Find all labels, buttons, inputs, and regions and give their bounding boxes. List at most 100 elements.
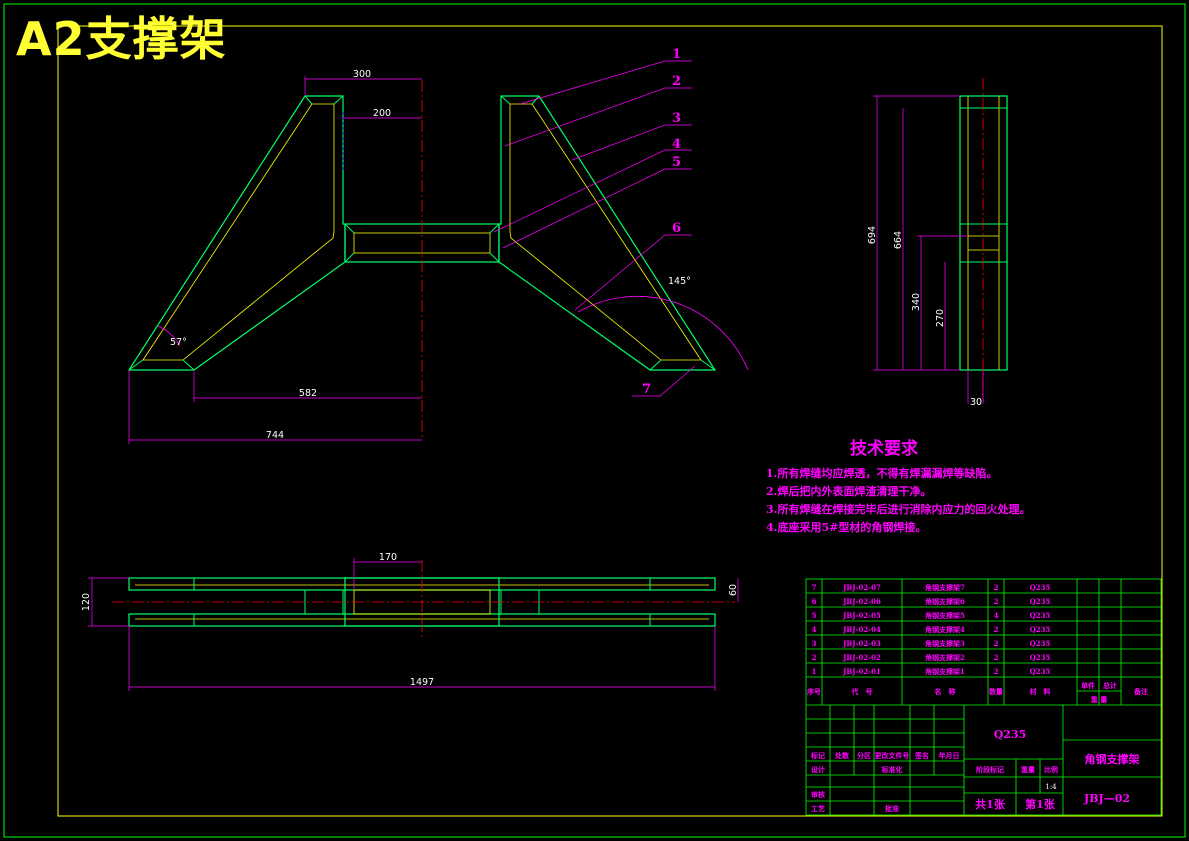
left-frame-miter-3 bbox=[128, 359, 144, 371]
label-process: 工艺 bbox=[811, 804, 825, 813]
leader-6: 6 bbox=[672, 221, 681, 236]
part-name: 角钢支撑架6 bbox=[925, 597, 965, 606]
part-material: Q235 bbox=[1030, 653, 1051, 662]
dim-582: 582 bbox=[299, 388, 317, 399]
sheet-title: A2支撑架 bbox=[16, 12, 227, 66]
angle-57-arc bbox=[157, 325, 181, 347]
part-code: JBJ-02-03 bbox=[842, 639, 881, 648]
tech-requirements-list: 1.所有焊缝均应焊透，不得有焊漏漏焊等缺陷。 2.焊后把内外表面焊渣清理干净。 … bbox=[766, 465, 1030, 537]
part-no: 2 bbox=[812, 653, 817, 662]
part-qty: 2 bbox=[994, 653, 999, 662]
leader-6-line bbox=[574, 234, 692, 311]
tech-requirement-item: 4.底座采用5#型材的角钢焊接。 bbox=[766, 521, 927, 534]
sheets-total-field: 共1张 bbox=[975, 797, 1006, 811]
parts-list-grid bbox=[805, 578, 1162, 816]
part-no: 7 bbox=[812, 583, 817, 592]
header-qty: 数量 bbox=[989, 687, 1003, 696]
label-ratio: 比例 bbox=[1044, 765, 1058, 774]
dim-340: 340 bbox=[911, 293, 922, 311]
part-name: 角钢支撑架4 bbox=[925, 625, 965, 634]
sheet-no-field: 第1张 bbox=[1025, 797, 1056, 811]
label-count: 处数 bbox=[834, 751, 850, 760]
label-date: 年月日 bbox=[939, 751, 960, 760]
left-frame-inner bbox=[142, 103, 335, 361]
part-material: Q235 bbox=[1030, 625, 1051, 634]
part-material: Q235 bbox=[1030, 611, 1051, 620]
left-frame-miter-2 bbox=[333, 95, 344, 105]
leader-2-line bbox=[504, 87, 692, 147]
drawing-no-field: JBJ—02 bbox=[1083, 792, 1130, 805]
label-change-doc: 更改文件号 bbox=[875, 751, 910, 760]
label-review: 审核 bbox=[811, 790, 825, 799]
tech-requirements-heading: 技术要求 bbox=[850, 439, 918, 459]
right-frame-miter-4 bbox=[649, 359, 662, 371]
right-frame-outer bbox=[498, 95, 717, 371]
leader-3-line bbox=[571, 124, 692, 161]
header-unit-weight: 单件 bbox=[1081, 681, 1095, 690]
part-code: JBJ-02-01 bbox=[842, 667, 881, 676]
part-qty: 2 bbox=[994, 625, 999, 634]
angle-145: 145° bbox=[668, 276, 691, 287]
center-bar-miter-4 bbox=[489, 252, 500, 263]
outer-frame bbox=[3, 3, 1186, 838]
inner-frame bbox=[57, 25, 1163, 817]
tech-requirement-item: 1.所有焊缝均应焊透，不得有焊漏漏焊等缺陷。 bbox=[766, 467, 998, 480]
part-no: 5 bbox=[812, 611, 817, 620]
side-outer bbox=[959, 95, 1008, 371]
leader-7-line bbox=[632, 365, 696, 397]
header-total-weight: 总计 bbox=[1103, 681, 1117, 690]
part-name: 角钢支撑架5 bbox=[925, 611, 965, 620]
dim-300: 300 bbox=[353, 69, 371, 80]
parts-list-header: 序号 代 号 名 称 数量 材 料 单件 总计 重 量 备注 bbox=[806, 681, 1148, 704]
header-material: 材 料 bbox=[1029, 687, 1051, 696]
right-frame-miter-1 bbox=[531, 95, 540, 105]
part-name: 角钢支撑架7 bbox=[925, 583, 965, 592]
material-field: Q235 bbox=[994, 728, 1027, 741]
center-bar-miter-1 bbox=[344, 223, 355, 234]
dim-30: 30 bbox=[970, 397, 982, 408]
label-standardize: 标准化 bbox=[881, 765, 903, 774]
header-remark: 备注 bbox=[1133, 687, 1148, 696]
label-signature: 签名 bbox=[914, 751, 929, 760]
side-view bbox=[873, 78, 1008, 404]
part-name: 角钢支撑架3 bbox=[925, 639, 965, 648]
part-no: 3 bbox=[812, 639, 817, 648]
part-name: 角钢支撑架2 bbox=[925, 653, 965, 662]
leader-4-line bbox=[493, 149, 692, 233]
header-code: 代 号 bbox=[851, 687, 873, 696]
front-view bbox=[127, 60, 749, 444]
right-frame-miter-3 bbox=[700, 359, 716, 371]
title-block: Q235 角钢支撑架 JBJ—02 共1张 第1张 1:4 标记 处数 分区 更… bbox=[810, 728, 1140, 813]
part-code: JBJ-02-04 bbox=[842, 625, 881, 634]
tech-requirement-item: 2.焊后把内外表面焊渣清理干净。 bbox=[766, 485, 932, 498]
leader-5-line bbox=[502, 168, 692, 249]
part-code: JBJ-02-06 bbox=[842, 597, 881, 606]
header-name: 名 称 bbox=[935, 687, 956, 696]
left-frame-miter-1 bbox=[304, 95, 313, 105]
part-code: JBJ-02-02 bbox=[842, 653, 881, 662]
center-bar-inner bbox=[353, 232, 491, 254]
leader-1-line bbox=[519, 60, 692, 105]
leader-4: 4 bbox=[672, 137, 681, 152]
part-qty: 2 bbox=[994, 639, 999, 648]
scale-field: 1:4 bbox=[1045, 783, 1057, 791]
dim-1497: 1497 bbox=[410, 677, 434, 688]
angle-57: 57° bbox=[170, 337, 187, 348]
dim-120: 120 bbox=[81, 593, 92, 611]
dim-664: 664 bbox=[893, 231, 904, 249]
dim-170: 170 bbox=[379, 552, 397, 563]
leader-7: 7 bbox=[642, 382, 651, 397]
left-frame-outer bbox=[127, 95, 346, 371]
part-qty: 4 bbox=[994, 611, 999, 620]
leader-2: 2 bbox=[672, 74, 681, 89]
dim-60: 60 bbox=[728, 584, 739, 596]
part-name: 角钢支撑架1 bbox=[925, 667, 965, 676]
dim-744: 744 bbox=[266, 430, 284, 441]
part-code: JBJ-02-07 bbox=[842, 583, 881, 592]
dim-694: 694 bbox=[867, 226, 878, 244]
leader-1: 1 bbox=[672, 47, 681, 62]
part-qty: 2 bbox=[994, 583, 999, 592]
leader-3: 3 bbox=[672, 111, 681, 126]
label-stage: 阶段标记 bbox=[976, 765, 1004, 774]
part-name-field: 角钢支撑架 bbox=[1085, 752, 1140, 766]
